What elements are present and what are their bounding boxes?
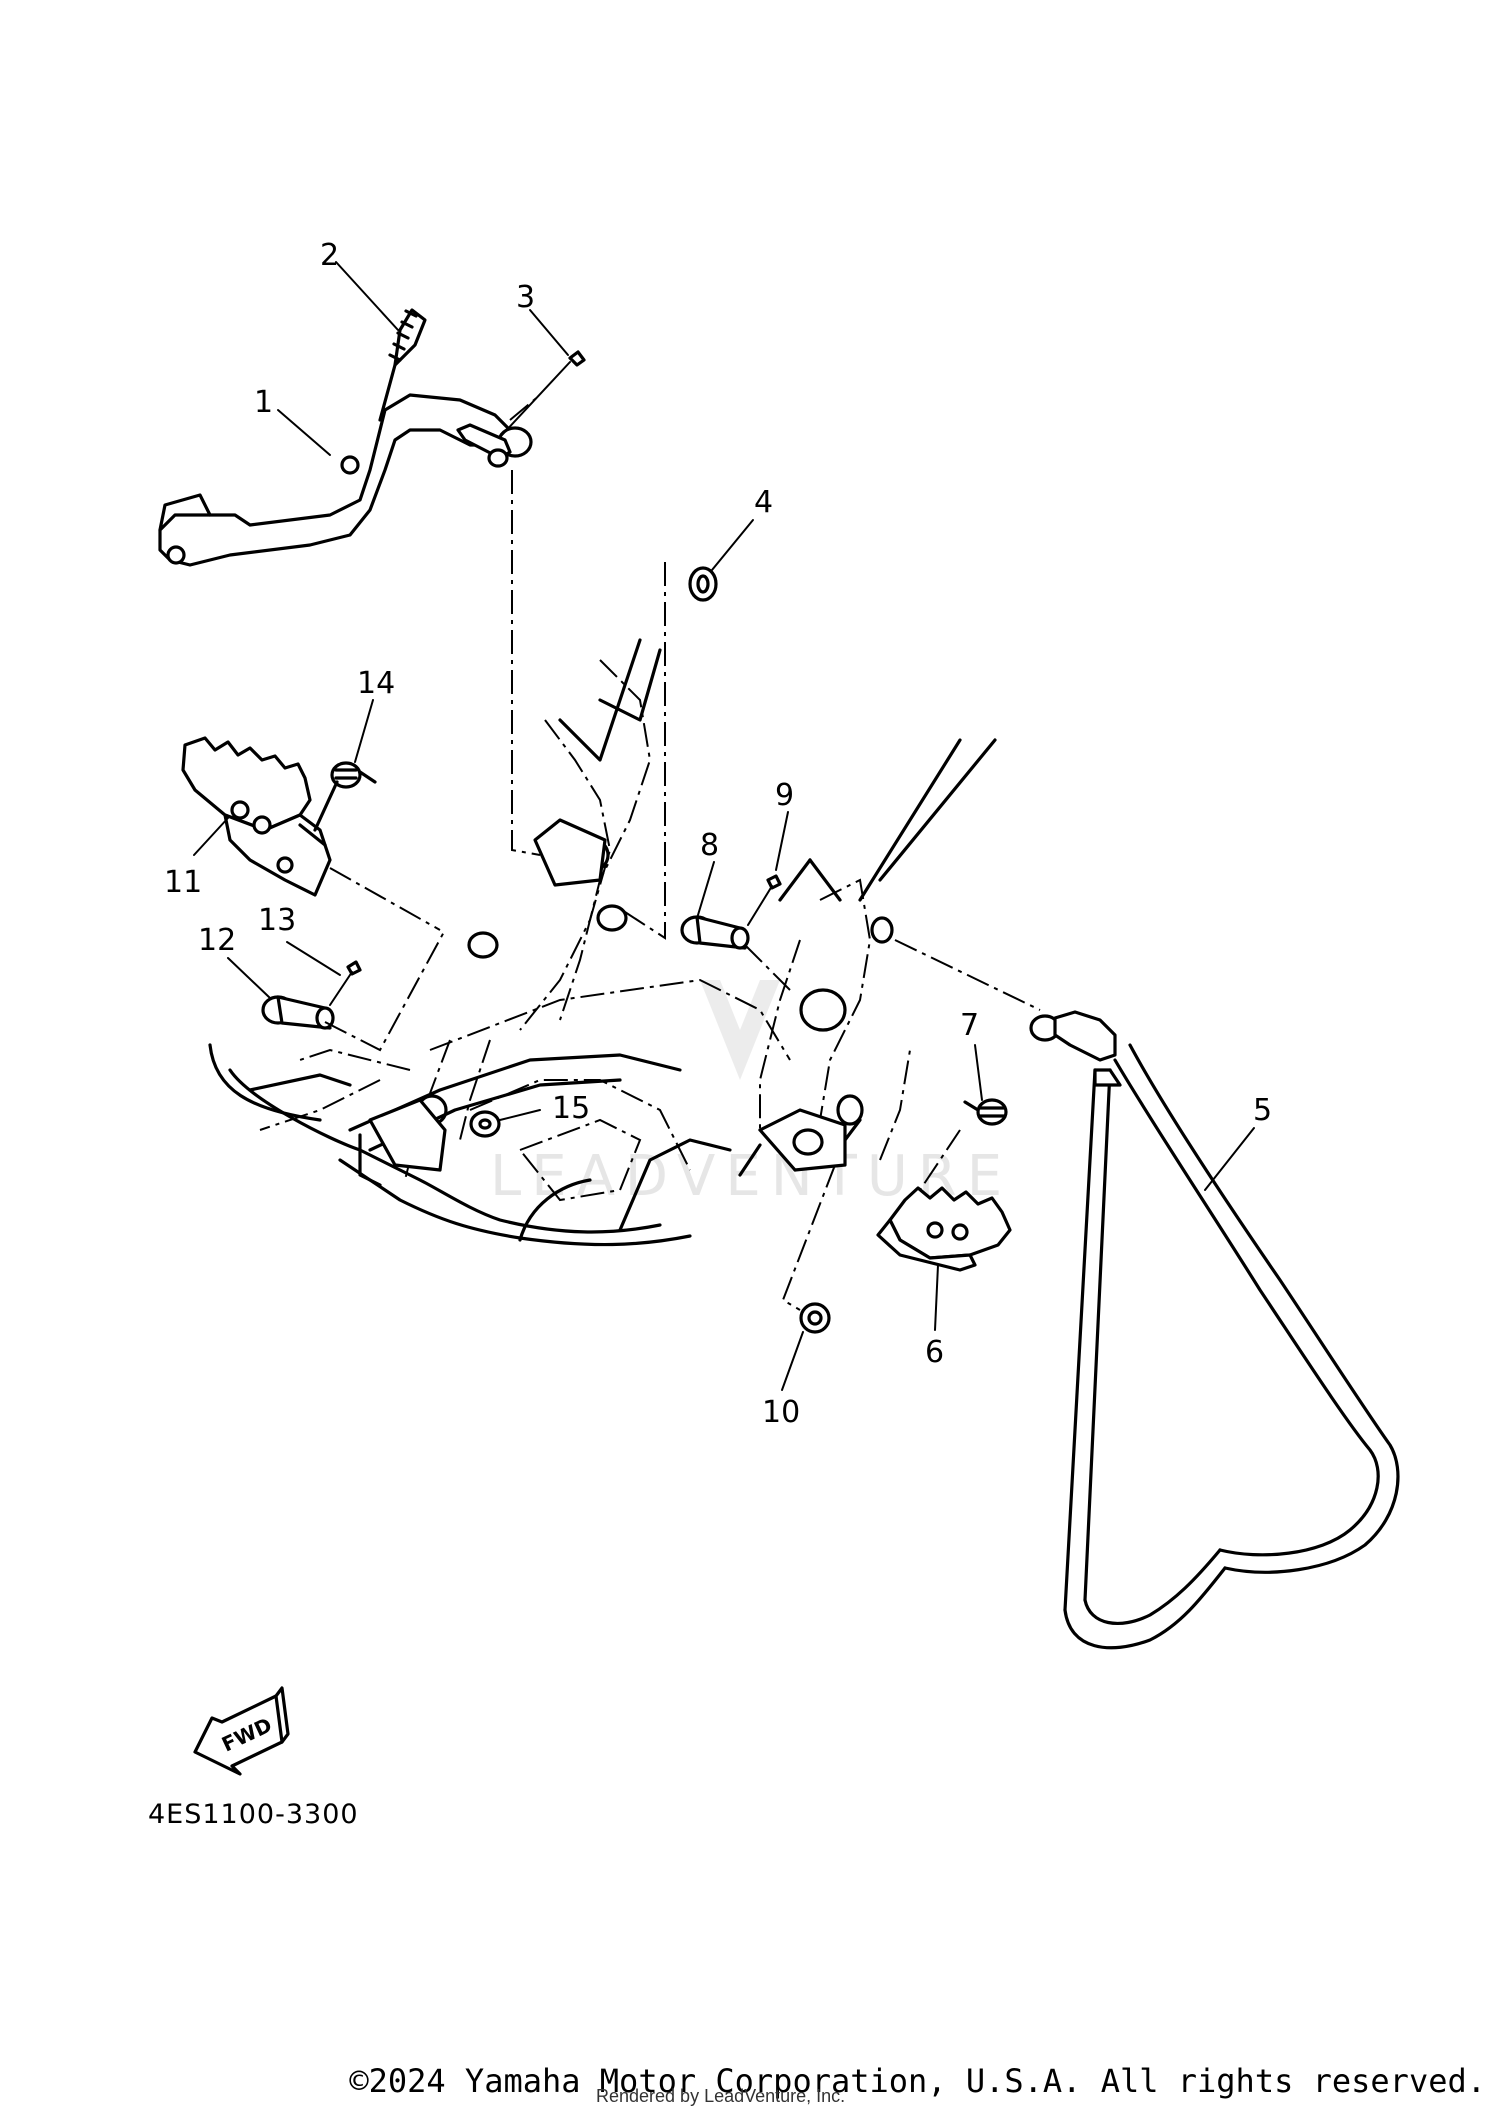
callout-6: 6 <box>925 1335 944 1370</box>
callout-9: 9 <box>775 778 794 813</box>
part-10-washer <box>799 1302 831 1334</box>
callout-2: 2 <box>320 238 339 273</box>
frame-outline <box>208 638 997 1247</box>
part-3-cotter-pin <box>501 350 586 436</box>
part-1-brake-pedal <box>158 393 533 567</box>
assembly-line-washer-4 <box>624 562 666 940</box>
callout-10: 10 <box>762 1395 800 1430</box>
callout-4: 4 <box>754 485 773 520</box>
callout-8: 8 <box>700 828 719 863</box>
rendered-by-credit: Rendered by LeadVenture, Inc. <box>596 2086 846 2106</box>
fwd-arrow-icon: FWD <box>193 1686 290 1776</box>
part-11-left-footrest <box>181 736 332 897</box>
part-6-right-footrest <box>876 1186 1012 1272</box>
part-2-return-spring <box>378 308 427 422</box>
callout-1: 1 <box>254 385 273 420</box>
part-5-stand <box>894 939 1400 1650</box>
part-12-footrest-pin <box>261 929 446 1052</box>
part-14-footrest-spring <box>313 761 377 832</box>
part-7-footrest-spring <box>781 1098 1008 1311</box>
callout-3: 3 <box>516 280 535 315</box>
callout-labels: 2 3 1 4 14 11 12 13 8 9 7 5 6 10 15 <box>164 238 1272 1430</box>
part-13-cotter-pin <box>329 960 362 1006</box>
diagram-part-number: 4ES1100-3300 <box>148 1799 359 1830</box>
callout-13: 13 <box>258 903 296 938</box>
callout-14: 14 <box>357 666 395 701</box>
callout-5: 5 <box>1253 1093 1272 1128</box>
assembly-line-pedal <box>511 470 541 856</box>
leader-lines <box>193 261 1255 1391</box>
part-4-washer <box>688 566 718 602</box>
callout-7: 7 <box>960 1008 979 1043</box>
part-8-footrest-pin <box>680 915 791 991</box>
callout-12: 12 <box>198 923 236 958</box>
copyright-footer: ©2024 Yamaha Motor Corporation, U.S.A. A… <box>349 2062 1486 2100</box>
callout-11: 11 <box>164 865 202 900</box>
callout-15: 15 <box>552 1091 590 1126</box>
part-9-cotter-pin <box>747 874 782 926</box>
assembly-line-footrest-left <box>329 867 441 931</box>
part-15-washer <box>469 1110 501 1138</box>
